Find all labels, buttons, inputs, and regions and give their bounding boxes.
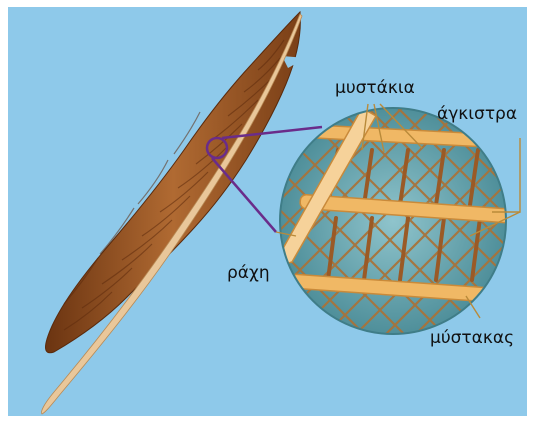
label-rachis: ράχη [227,265,270,282]
label-barb: μύστακας [430,330,514,347]
label-barbules: μυστάκια [335,80,415,97]
label-hooks: άγκιστρα [437,106,517,123]
